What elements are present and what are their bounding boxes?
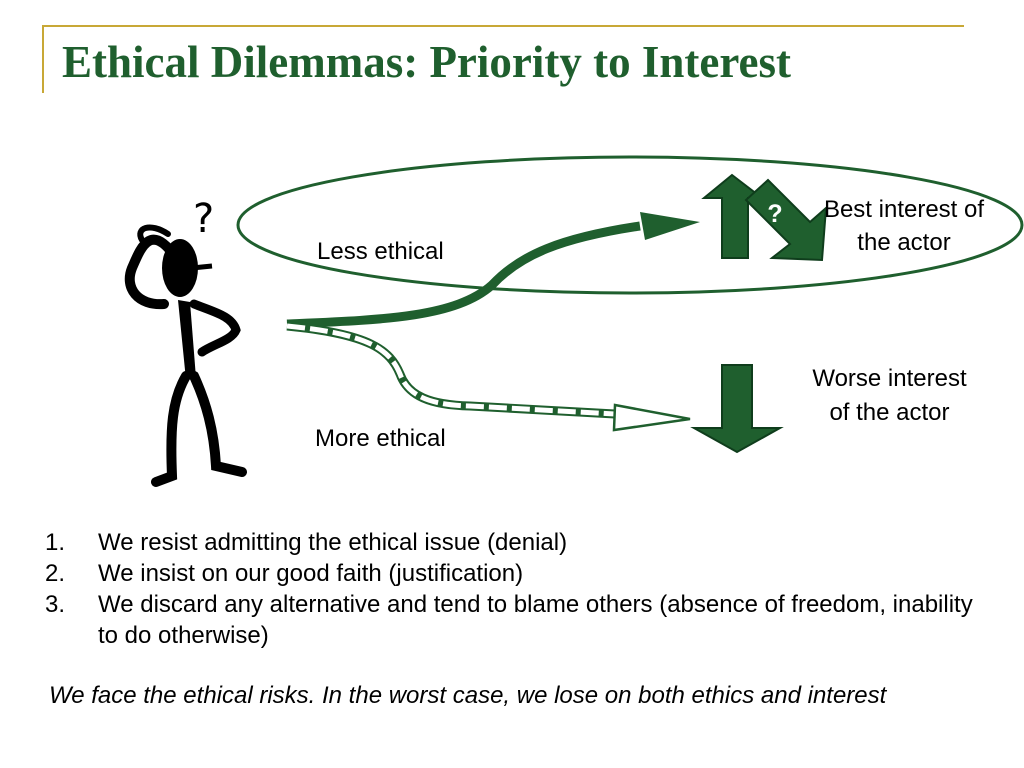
interest-ellipse [236,155,1024,295]
diagram-graphics: ? [124,155,1024,487]
best-interest-question-mark: ? [767,200,783,228]
list-item-text: We discard any alternative and tend to b… [98,591,973,649]
list-item: 3. We discard any alternative and tend t… [45,589,985,651]
thinker-question-mark: ? [193,196,214,242]
less-ethical-path [286,221,641,329]
more-ethical-label: More ethical [315,425,446,452]
slide-title: Ethical Dilemmas: Priority to Interest [62,37,791,87]
title-rule-vertical [42,25,44,93]
list-item: 2. We insist on our good faith (justific… [45,558,985,589]
more-ethical-path [286,321,616,419]
list-item-number: 1. [45,529,66,556]
worse-interest-label: Worse interest of the actor [812,365,967,427]
more-ethical-arrowhead [612,403,691,432]
points-list: 1. We resist admitting the ethical issue… [45,527,985,651]
list-item-number: 2. [45,560,66,587]
dilemma-diagram: ? ? Less ethical More ethical Best inter… [124,155,1024,487]
confused-stick-figure-icon: ? [124,196,247,487]
less-ethical-label: Less ethical [317,238,444,265]
turn-arrow-icon [744,178,828,262]
list-item: 1. We resist admitting the ethical issue… [45,527,985,558]
arrow-up-icon [701,173,765,259]
list-item-text: We insist on our good faith (justificati… [98,560,524,587]
title-rule-horizontal [42,25,964,27]
arrow-down-icon [690,364,784,454]
list-item-text: We resist admitting the ethical issue (d… [98,529,568,556]
best-interest-label: Best interest of the actor [823,196,985,257]
conclusion-text: We face the ethical risks. In the worst … [49,682,887,709]
list-item-number: 3. [45,591,66,618]
less-ethical-arrowhead [640,212,700,240]
